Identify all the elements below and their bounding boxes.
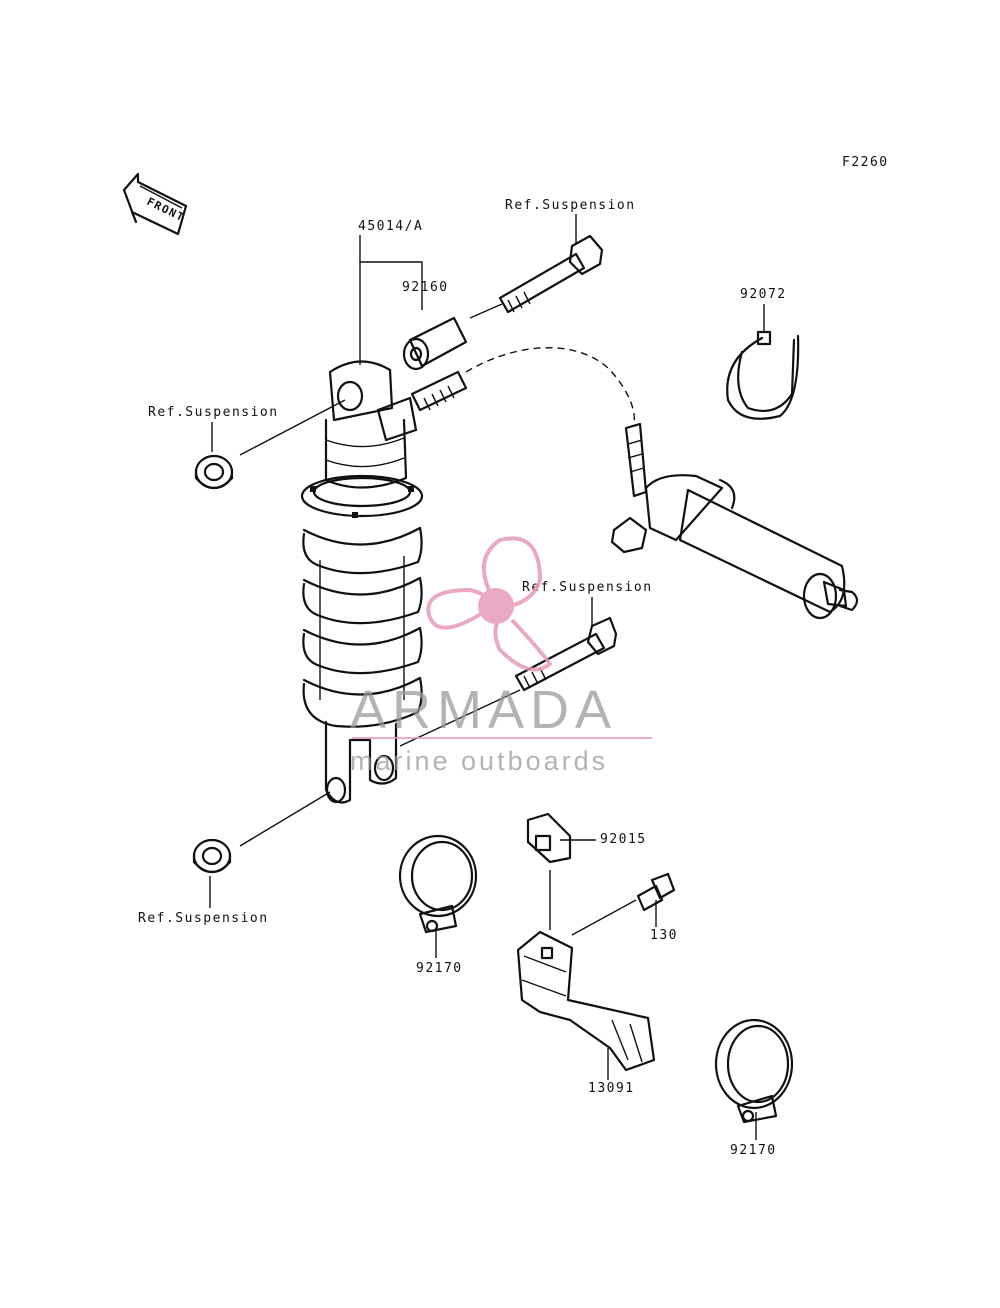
middle-bolt bbox=[514, 616, 618, 692]
band-92072 bbox=[726, 330, 800, 420]
watermark-brand: ARMADA bbox=[350, 680, 617, 740]
label-ref-top-nut: Ref.Suspension bbox=[148, 405, 279, 420]
label-ref-mid-bolt: Ref.Suspension bbox=[522, 580, 653, 595]
label-92160: 92160 bbox=[402, 280, 449, 295]
shock-absorber-45014a bbox=[300, 360, 468, 804]
label-92015: 92015 bbox=[600, 832, 647, 847]
clamp-92170-right bbox=[714, 1018, 794, 1124]
leader-lines bbox=[209, 214, 765, 1140]
clamp-92170-left bbox=[398, 834, 478, 934]
collar-92160 bbox=[402, 316, 468, 371]
watermark-tagline: marine outboards bbox=[350, 746, 608, 776]
bottom-nut-left bbox=[192, 838, 232, 874]
label-92170-right: 92170 bbox=[730, 1143, 777, 1158]
top-nut-left bbox=[194, 454, 234, 490]
top-mounting-bolt bbox=[498, 234, 604, 314]
label-92170-left: 92170 bbox=[416, 961, 463, 976]
nut-92015 bbox=[526, 812, 572, 864]
reservoir-tank bbox=[610, 422, 859, 620]
propeller-logo-icon bbox=[426, 536, 553, 672]
label-13091: 13091 bbox=[588, 1081, 635, 1096]
label-130: 130 bbox=[650, 928, 678, 943]
figure-code: F2260 bbox=[842, 155, 889, 170]
label-45014a: 45014/A bbox=[358, 219, 423, 234]
label-ref-bottom-nut: Ref.Suspension bbox=[138, 911, 269, 926]
label-92072: 92072 bbox=[740, 287, 787, 302]
bracket-13091 bbox=[516, 930, 656, 1072]
armada-watermark: ARMADA marine outboards bbox=[350, 536, 652, 776]
bolt-130 bbox=[636, 872, 676, 912]
front-arrow-icon: FRONT bbox=[122, 172, 188, 236]
label-ref-top-bolt: Ref.Suspension bbox=[505, 198, 636, 213]
